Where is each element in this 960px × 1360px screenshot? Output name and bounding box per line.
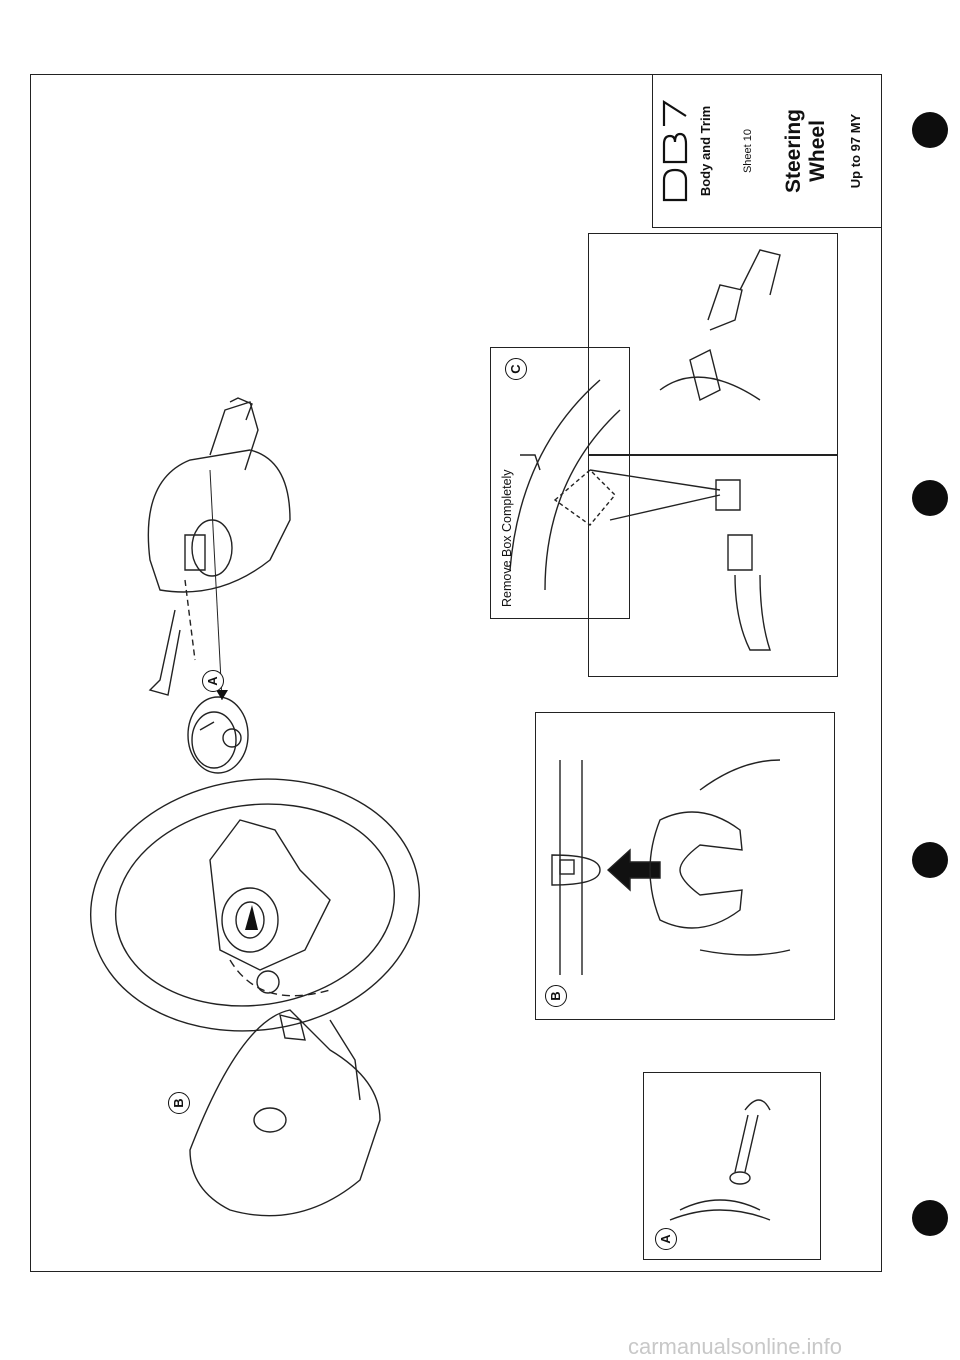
callout-a-panel: A xyxy=(655,1228,677,1250)
watermark-text: carmanualsonline.info xyxy=(628,1334,843,1359)
steering-wheel xyxy=(89,778,421,1032)
binder-hole-1 xyxy=(912,112,948,148)
airbag-module xyxy=(189,1009,381,1217)
hub-adaptor xyxy=(187,696,249,774)
callout-c: C xyxy=(505,358,527,380)
panel-a-box xyxy=(643,1072,821,1260)
connector-drawing-bottom xyxy=(715,479,771,651)
sheet-title-line2: Wheel xyxy=(806,120,829,182)
callout-b-airbag: B xyxy=(168,1092,190,1114)
column-switch-assembly xyxy=(147,397,291,696)
binder-hole-4 xyxy=(912,1200,948,1236)
callout-a-hub: A xyxy=(202,670,224,692)
panel-a-drawing xyxy=(669,1099,771,1221)
db7-logo-icon xyxy=(662,99,688,202)
sheet-title: Steering Wheel xyxy=(782,74,830,228)
panel-b-box xyxy=(535,712,835,1020)
section-name: Body and Trim xyxy=(698,105,713,197)
title-block: Body and Trim Sheet 10 Steering Wheel Up… xyxy=(652,74,882,228)
model-range: Up to 97 MY xyxy=(848,113,863,189)
sheet-title-line1: Steering xyxy=(782,108,805,194)
connector-panel-bottom xyxy=(588,455,838,677)
page-frame xyxy=(30,74,882,1272)
panel-c-box xyxy=(490,347,630,619)
connector-drawing-top xyxy=(659,249,781,402)
remove-box-note: Remove Box Completely xyxy=(500,469,514,607)
binder-hole-3 xyxy=(912,842,948,878)
binder-hole-2 xyxy=(912,480,948,516)
connector-panel-top xyxy=(588,233,838,455)
sheet-number: Sheet 10 xyxy=(742,128,754,174)
panel-c-drawing xyxy=(509,379,721,591)
callout-b-panel: B xyxy=(545,985,567,1007)
panel-b-drawing xyxy=(551,759,791,975)
